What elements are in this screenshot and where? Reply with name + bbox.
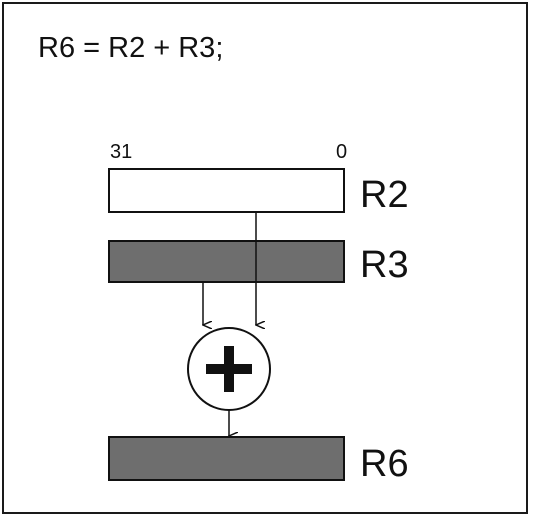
register-r2-label: R2 [360,174,409,216]
bit-label-high: 31 [110,141,132,163]
register-r3-label: R3 [360,244,409,286]
register-r6-box [108,436,345,481]
register-r2-box [108,168,345,213]
register-r6-label: R6 [360,443,409,485]
register-r3-box [108,240,345,283]
equation-text: R6 = R2 + R3; [38,32,223,64]
plus-icon [206,346,252,392]
bit-label-low: 0 [336,141,347,163]
